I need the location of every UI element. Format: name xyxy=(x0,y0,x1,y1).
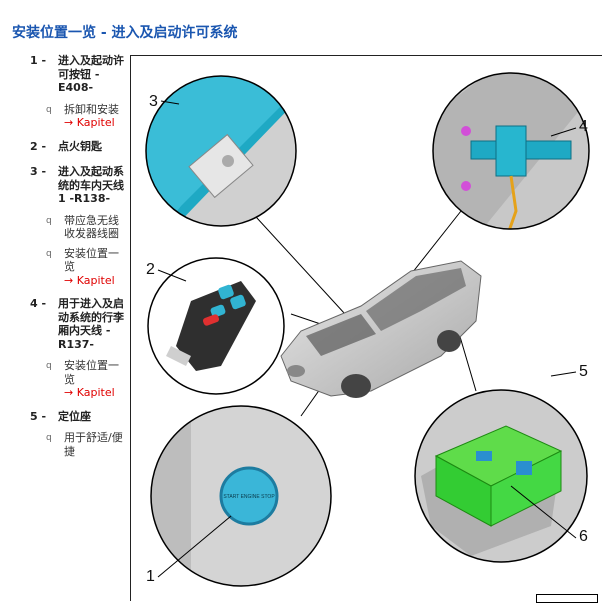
car-illustration xyxy=(280,260,482,398)
callout-1: 1 xyxy=(146,568,155,585)
page-title: 安装位置一览 - 进入及启动许可系统 xyxy=(12,25,238,41)
legend-list: 1 进入及起动许可按钮 -E408- q 拆卸和安装 → Kapitel 2 点… xyxy=(30,54,128,468)
detail-circle-start-button: START ENGINE STOP xyxy=(150,405,332,587)
legend-item-4: 4 用于进入及启动系统的行李厢内天线 -R137- xyxy=(30,297,128,351)
detail-circle-key xyxy=(147,257,285,395)
diagram-svg: START ENGINE STOP 3 4 2 5 6 xyxy=(145,72,590,587)
detail-circle-antenna-1 xyxy=(145,75,297,227)
legend-number: 3 xyxy=(30,165,58,206)
legend-text: 用于进入及启动系统的行李厢内天线 -R137- xyxy=(58,297,124,351)
chapter-link[interactable]: → Kapitel xyxy=(64,116,115,129)
chapter-link[interactable]: → Kapitel xyxy=(64,386,115,399)
legend-subitem: q 用于舒适/便捷 xyxy=(46,431,128,458)
legend-number: 1 xyxy=(30,54,58,95)
image-id-box xyxy=(536,594,598,603)
legend-subitem: q 安装位置一览 → Kapitel xyxy=(46,359,128,400)
legend-text: 进入及起动系统的车内天线 1 -R138- xyxy=(58,165,124,205)
subitem-text: 用于舒适/便捷 xyxy=(64,431,123,458)
legend-item-1: 1 进入及起动许可按钮 -E408- xyxy=(30,54,128,95)
subitem-text: 带应急无线收发器线圈 xyxy=(64,213,119,241)
subitem-text: 拆卸和安装 xyxy=(64,102,119,116)
legend-number: 5 xyxy=(30,410,58,424)
legend-text: 点火钥匙 xyxy=(58,139,102,153)
legend-subitem: q 安装位置一览 → Kapitel xyxy=(46,247,128,288)
chapter-link[interactable]: → Kapitel xyxy=(64,273,115,287)
legend-item-5: 5 定位座 xyxy=(30,410,128,424)
callout-2: 2 xyxy=(146,261,155,278)
bullet-icon: q xyxy=(46,248,52,259)
legend-text: 定位座 xyxy=(58,409,91,423)
legend-text: 进入及起动许可按钮 -E408- xyxy=(58,54,124,94)
callout-4: 4 xyxy=(579,118,588,135)
legend-number: 4 xyxy=(30,297,58,351)
callout-6: 6 xyxy=(579,528,588,545)
legend-item-3: 3 进入及起动系统的车内天线 1 -R138- xyxy=(30,165,128,206)
bullet-icon: q xyxy=(46,361,52,371)
detail-circle-antenna-trunk xyxy=(432,72,590,230)
subitem-text: 安装位置一览 xyxy=(64,359,119,386)
legend-item-2: 2 点火钥匙 xyxy=(30,140,128,154)
legend-number: 2 xyxy=(30,140,58,154)
bullet-icon: q xyxy=(46,433,52,443)
callout-3: 3 xyxy=(149,93,158,110)
bullet-icon: q xyxy=(46,104,52,115)
subitem-text: 安装位置一览 xyxy=(64,246,119,274)
legend-subitem: q 拆卸和安装 → Kapitel xyxy=(46,103,128,130)
installation-diagram: START ENGINE STOP 3 4 2 5 6 xyxy=(130,55,602,601)
bullet-icon: q xyxy=(46,215,52,226)
legend-subitem: q 带应急无线收发器线圈 xyxy=(46,214,128,241)
detail-circle-module xyxy=(414,389,588,563)
callout-5: 5 xyxy=(579,363,588,380)
leader-line xyxy=(245,205,357,327)
start-button-text: START ENGINE STOP xyxy=(223,494,275,500)
